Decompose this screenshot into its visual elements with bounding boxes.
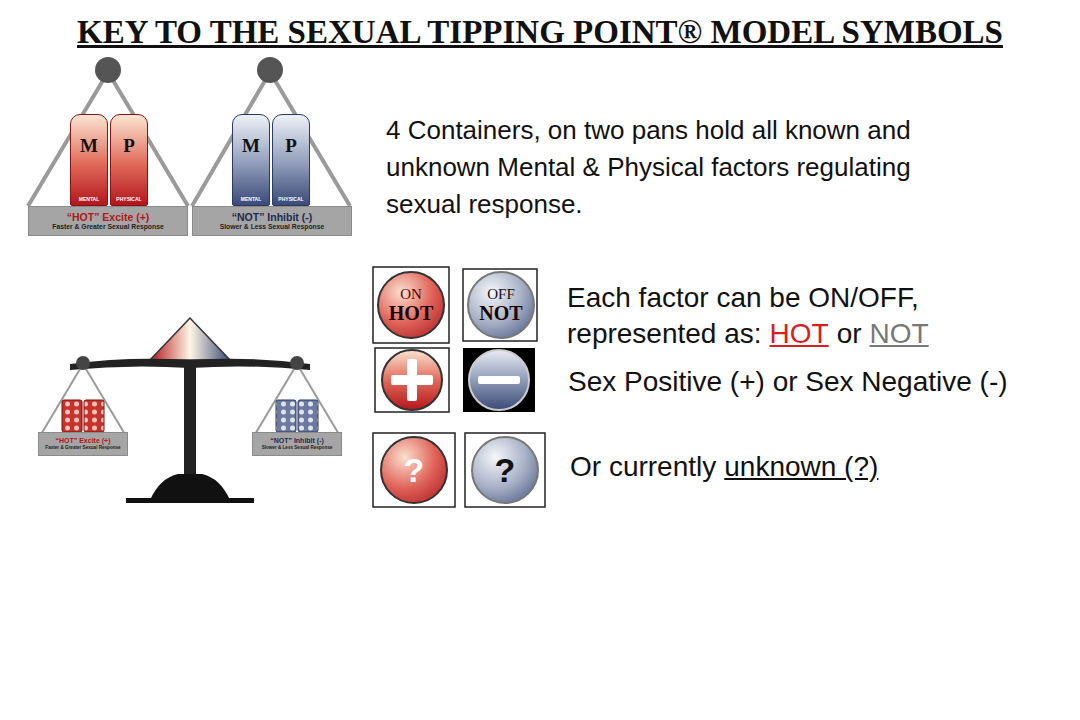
pan-label: “HOT” Excite (+) (67, 211, 150, 223)
plus-symbol (382, 350, 442, 410)
pan-hook (257, 57, 283, 83)
symbol-frame (463, 348, 535, 412)
factor-container: P PHYSICAL (272, 114, 310, 206)
pan-base: “HOT” Excite (+)Faster & Greater Sexual … (28, 206, 188, 236)
pan-base: “NOT” Inhibit (-)Slower & Less Sexual Re… (252, 432, 342, 456)
container-caption: MENTAL (233, 196, 269, 202)
scale-pan: “NOT” Inhibit (-)Slower & Less Sexual Re… (252, 432, 342, 456)
description-text: or (837, 318, 862, 350)
title: KEY TO THE SEXUAL TIPPING POINT® MODEL S… (77, 14, 1003, 51)
switch-state: OFF (487, 287, 515, 302)
pan-hanger (28, 72, 350, 206)
container-caption: PHYSICAL (273, 196, 309, 202)
switch-word: NOT (479, 302, 522, 324)
switch-word: HOT (389, 302, 433, 324)
pan-label: “NOT” Inhibit (-) (270, 437, 324, 445)
scale-pan: “HOT” Excite (+)Faster & Greater Sexual … (38, 432, 128, 456)
description-text: NOT (870, 318, 929, 350)
pan-hook (95, 57, 121, 83)
text-row: Or currentlyunknown (?) (570, 451, 878, 483)
pan-label: “HOT” Excite (+) (55, 437, 110, 445)
factor-container: M MENTAL (70, 114, 108, 206)
scale-pan: “HOT” Excite (+)Faster & Greater Sexual … (28, 110, 188, 236)
unknown-mark: ? (404, 453, 425, 487)
minus-symbol (469, 350, 529, 410)
container-letter: M (233, 135, 269, 157)
pan-base: “HOT” Excite (+)Faster & Greater Sexual … (38, 432, 128, 456)
description-text: HOT (770, 318, 829, 350)
factor-circle: OFFNOT (467, 271, 535, 339)
factor-circle: ? (380, 436, 448, 504)
container-letter: M (71, 135, 107, 157)
unknown-mark: ? (495, 453, 516, 487)
description-text: Sex Positive (+) or Sex Negative (-) (568, 366, 1008, 398)
container-caption: PHYSICAL (111, 196, 147, 202)
pan-label: “NOT” Inhibit (-) (232, 211, 312, 223)
symbol-frame (373, 267, 545, 507)
pan-sublabel: Slower & Less Sexual Response (262, 445, 333, 450)
balance-scale (40, 318, 340, 503)
container-letter: P (273, 135, 309, 157)
pan-base: “NOT” Inhibit (-)Slower & Less Sexual Re… (192, 206, 352, 236)
description-text: 4 Containers, on two pans hold all known… (386, 112, 986, 223)
factor-container: M MENTAL (232, 114, 270, 206)
description-text: Or currently (570, 451, 716, 483)
description-text: unknown (?) (724, 451, 878, 483)
pan-sublabel: Faster & Greater Sexual Response (52, 223, 163, 231)
factor-circle: ONHOT (377, 271, 445, 339)
text-row: represented as:HOTorNOT (567, 318, 929, 350)
pan-sublabel: Slower & Less Sexual Response (220, 223, 325, 231)
switch-state: ON (400, 287, 422, 302)
container-letter: P (111, 135, 147, 157)
description-text: Each factor can be ON/OFF, (567, 282, 919, 314)
scale-pan: “NOT” Inhibit (-)Slower & Less Sexual Re… (192, 110, 352, 236)
container-caption: MENTAL (71, 196, 107, 202)
pan-sublabel: Faster & Greater Sexual Response (45, 445, 120, 450)
description-text: represented as: (567, 318, 762, 350)
factor-circle: ? (471, 436, 539, 504)
factor-container: P PHYSICAL (110, 114, 148, 206)
